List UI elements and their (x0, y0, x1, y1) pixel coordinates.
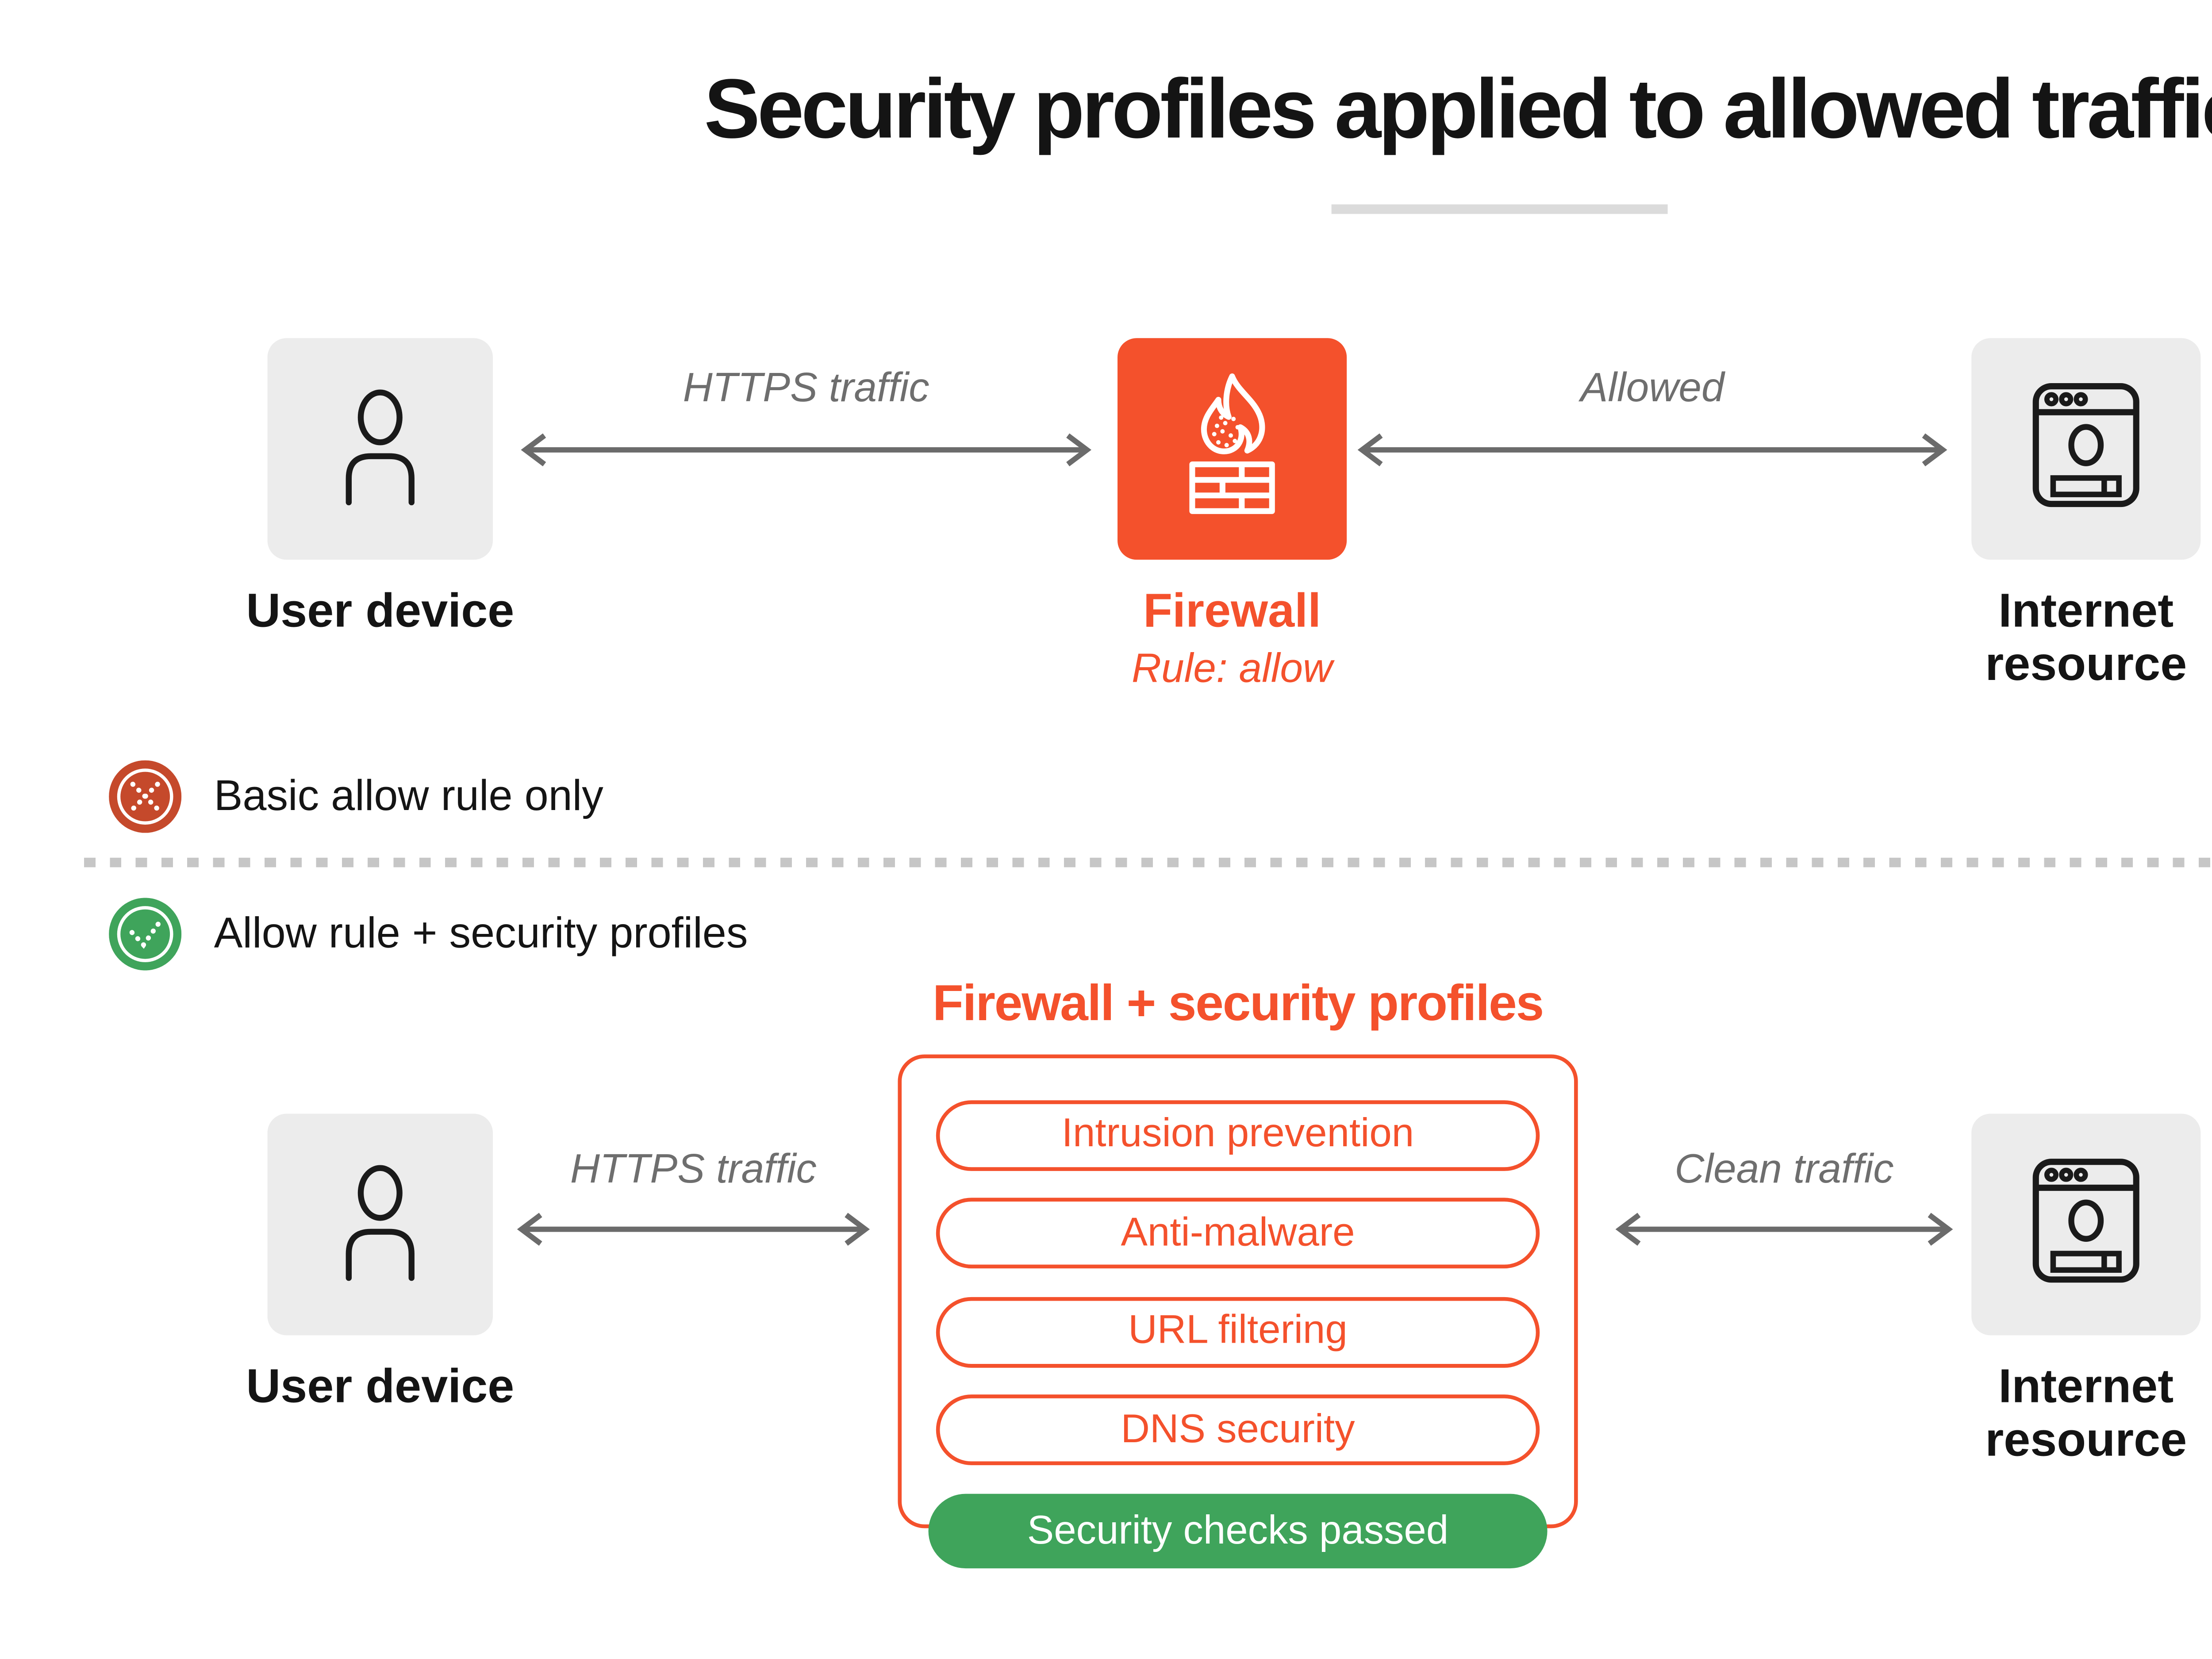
browser-window-icon (2031, 379, 2141, 518)
https-traffic-label-bottom: HTTPS traffic (570, 1146, 817, 1192)
https-traffic-arrow-top (516, 432, 1097, 468)
internet-resource-label-bottom: Internet resource (1985, 1360, 2187, 1467)
firewall-rule-label: Rule: allow (1132, 645, 1333, 692)
internet-resource-node-bottom (1971, 1114, 2201, 1336)
check-badge-icon-small (109, 898, 182, 980)
x-badge-icon-small (109, 760, 182, 843)
pill-anti-malware: Anti-malware (936, 1198, 1540, 1269)
firewall-node (1118, 338, 1347, 560)
clean-traffic-label: Clean traffic (1674, 1146, 1894, 1192)
pill-intrusion-prevention: Intrusion prevention (936, 1099, 1540, 1170)
allowed-arrow (1352, 432, 1952, 468)
section-divider (84, 857, 2212, 867)
user-icon (325, 383, 435, 515)
user-device-node-top (267, 338, 493, 560)
browser-window-icon (2031, 1155, 2141, 1294)
user-device-label-top: User device (246, 584, 515, 638)
user-device-node-bottom (267, 1114, 493, 1336)
https-traffic-label-top: HTTPS traffic (683, 365, 929, 411)
user-device-label-bottom: User device (246, 1360, 515, 1414)
pill-url-filtering: URL filtering (936, 1296, 1540, 1367)
title-underline (1331, 204, 1668, 214)
internet-resource-node-top (1971, 338, 2201, 560)
page-title: Security profiles applied to allowed tra… (704, 63, 2212, 157)
firewall-flame-brick-icon (1164, 368, 1301, 530)
pill-dns-security: DNS security (936, 1394, 1540, 1465)
scenario1-marker-label: Basic allow rule only (214, 772, 603, 820)
https-traffic-arrow-bottom (512, 1211, 875, 1248)
security-checks-passed-pill: Security checks passed (928, 1494, 1548, 1569)
clean-traffic-arrow (1610, 1211, 1958, 1248)
internet-resource-label-top: Internet resource (1985, 584, 2187, 692)
allowed-label: Allowed (1580, 365, 1724, 411)
user-icon (325, 1159, 435, 1290)
security-profiles-heading: Firewall + security profiles (933, 974, 1544, 1032)
firewall-label: Firewall (1143, 584, 1321, 638)
scenario2-marker-label: Allow rule + security profiles (214, 909, 748, 957)
